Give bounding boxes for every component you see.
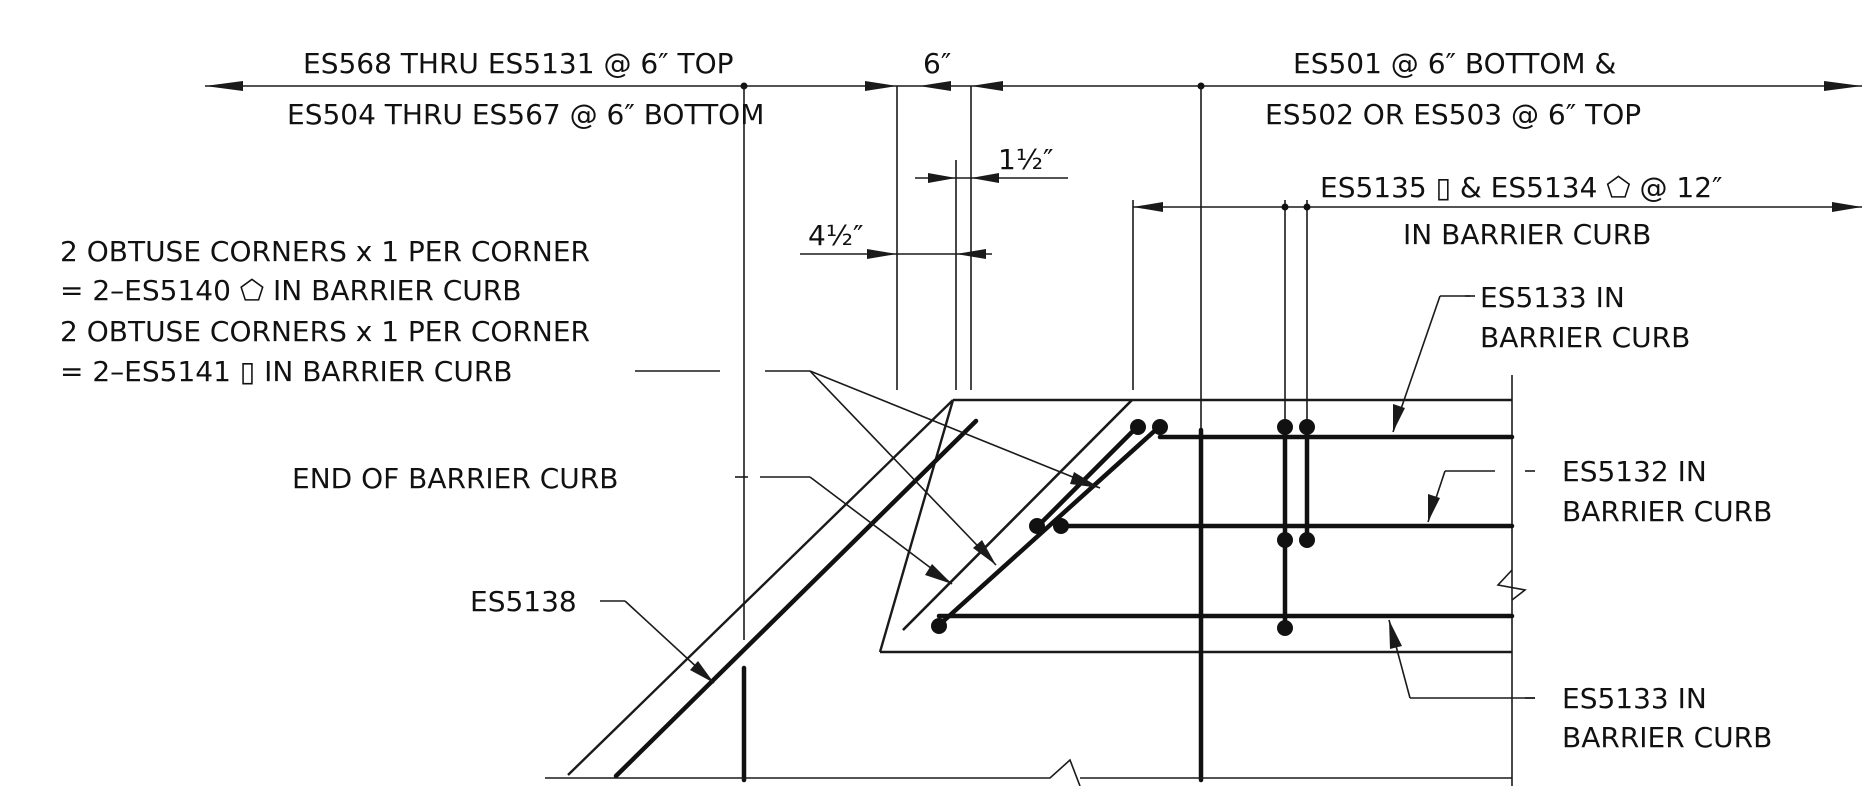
label-left-bottom: ES504 THRU ES567 @ 6″ BOTTOM [287, 98, 764, 131]
text-dashes [735, 295, 1475, 478]
callout-top-bar-line2: BARRIER CURB [1480, 321, 1690, 354]
callout-bottom-bar-line2: BARRIER CURB [1562, 721, 1772, 754]
label-right-top: ES501 @ 6″ BOTTOM & [1293, 47, 1616, 80]
label-left-top: ES568 THRU ES5131 @ 6″ TOP [303, 47, 734, 80]
label-one-half: 1½″ [998, 143, 1053, 176]
callout-bottom-bar-line1: ES5133 IN [1562, 682, 1707, 715]
note-corner-line2: = 2–ES5140 ⬠ IN BARRIER CURB [60, 274, 521, 307]
callout-mid-bar-line2: BARRIER CURB [1562, 495, 1772, 528]
annotations: ES568 THRU ES5131 @ 6″ TOP ES504 THRU ES… [60, 47, 1772, 754]
dim-one-half [915, 173, 1068, 183]
note-end-of-curb: END OF BARRIER CURB [292, 462, 618, 495]
dim-stirrups [1133, 202, 1862, 212]
label-stirrups-line1: ES5135 ▯ & ES5134 ⬠ @ 12″ [1320, 171, 1723, 204]
rebar [545, 418, 1515, 786]
callout-top-bar-line1: ES5133 IN [1480, 281, 1625, 314]
label-six-inch: 6″ [923, 47, 951, 80]
note-es5138: ES5138 [470, 585, 577, 618]
label-four-half: 4½″ [808, 219, 863, 252]
note-corner-line1: 2 OBTUSE CORNERS x 1 PER CORNER [60, 235, 590, 268]
note-corner-line4: = 2–ES5141 ▯ IN BARRIER CURB [60, 355, 513, 388]
callout-mid-bar-line1: ES5132 IN [1562, 455, 1707, 488]
note-corner-line3: 2 OBTUSE CORNERS x 1 PER CORNER [60, 315, 590, 348]
label-right-bottom: ES502 OR ES503 @ 6″ TOP [1265, 98, 1641, 131]
dim-four-half [800, 249, 992, 259]
slab-edge [567, 399, 1133, 776]
top-dimension-lines [205, 81, 1862, 91]
label-stirrups-line2: IN BARRIER CURB [1403, 218, 1651, 251]
leaders [600, 295, 1535, 699]
